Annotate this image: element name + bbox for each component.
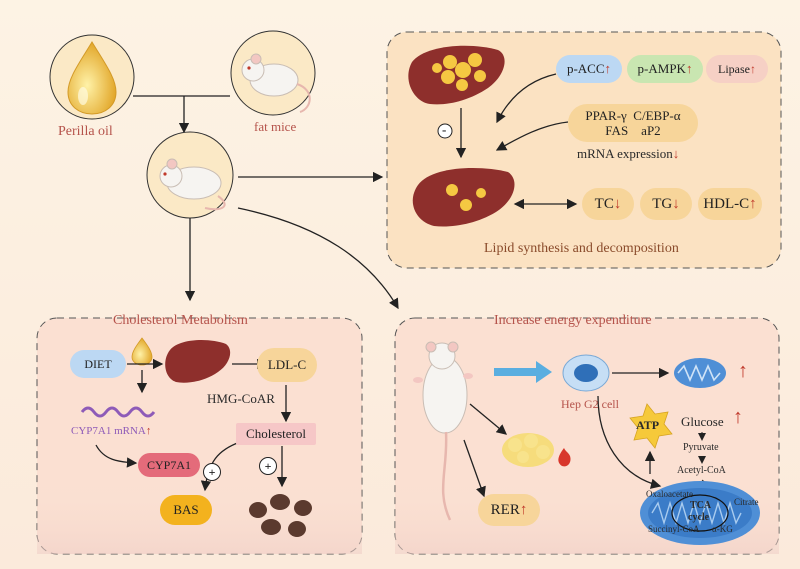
mitochondria-top-icon (674, 358, 726, 388)
lipid-panel-title: Lipid synthesis and decomposition (484, 241, 679, 256)
hdl-c-label: HDL-C (703, 195, 750, 212)
p-acc-label: p-ACC (566, 61, 605, 76)
tg-down-indicator: ↓ (672, 195, 680, 212)
genes-pill: PPAR-γ C/EBP-α FAS aP2 (568, 104, 698, 142)
plus-sign-right: + (264, 458, 272, 473)
perilla-oil-icon (49, 34, 135, 120)
p-acc-up-indicator: ↑ (604, 61, 612, 76)
cyp7a1-mrna-label: CYP7A1 mRNA↑ (71, 425, 151, 437)
liver-reduced-icon (412, 168, 515, 227)
mrna-wave-icon (80, 406, 156, 418)
cyp7a1-label: CYP7A1 (146, 457, 191, 472)
acetyl-coa-label: Acetyl-CoA (677, 465, 726, 476)
rer-pill: RER↑ (478, 494, 540, 526)
mrna-expression-down-indicator: ↓ (672, 146, 680, 161)
mito-up-indicator: ↑ (738, 360, 748, 382)
rer-up-indicator: ↑ (519, 501, 528, 518)
cholesterol-label: Cholesterol (246, 426, 306, 441)
fat-tissue-icon (502, 433, 554, 467)
tc-label: TC (594, 195, 614, 212)
rer-label: RER (490, 501, 520, 518)
liver-small-icon (165, 340, 231, 383)
oxaloacetate-label: Oxaloacetate (646, 489, 693, 499)
genes-line2-label: FAS aP2 (605, 123, 661, 138)
p-ampk-up-indicator: ↑ (685, 61, 693, 76)
diet-label: DIET (84, 356, 112, 371)
cycle-label: cycle (688, 512, 710, 523)
liver-fatty-icon (408, 45, 505, 105)
bas-label: BAS (173, 502, 199, 517)
akg-label: α-KG (712, 524, 733, 534)
hdl-c-pill: HDL-C↑ (698, 188, 762, 220)
perilla-oil-label: Perilla oil (58, 124, 113, 139)
fat-mice-label: fat mice (254, 119, 297, 134)
hepg2-label: Hep G2 cell (561, 397, 619, 411)
atp-label: ATP (636, 418, 660, 432)
mrna-expression-label: mRNA expression↓ (577, 146, 679, 162)
inhibit-sign: - (442, 122, 447, 137)
cyp7a1-mrna-text: CYP7A1 mRNA (71, 425, 146, 437)
p-ampk-pill: p-AMPK↑ (627, 55, 703, 83)
genes-line1-label: PPAR-γ C/EBP-α (585, 108, 681, 123)
plus-sign-left: + (208, 464, 216, 479)
citrate-label: Citrate (734, 497, 759, 507)
standing-mouse-icon (413, 341, 473, 521)
glucose-up-indicator: ↑ (733, 406, 743, 428)
blue-big-arrow-icon (494, 361, 552, 383)
lipase-label: Lipase (718, 61, 750, 76)
plus-marker-right: + (259, 457, 277, 475)
hepg2-cell-icon (562, 354, 610, 392)
tc-down-indicator: ↓ (613, 195, 622, 212)
plus-marker-left: + (203, 463, 221, 481)
tg-pill: TG↓ (640, 188, 692, 220)
hmg-coar-label: HMG-CoAR (207, 391, 275, 406)
treated-mouse-icon (146, 131, 234, 219)
hdl-c-up-indicator: ↑ (749, 195, 757, 212)
feces-icon (249, 494, 312, 537)
energy-panel-title: Increase energy expenditure (494, 313, 652, 328)
diet-pill: DIET (70, 350, 126, 378)
ldl-c-label: LDL-C (267, 357, 307, 372)
mrna-expression-text: mRNA expression (577, 146, 673, 161)
glucose-label: Glucose (681, 414, 724, 429)
pyruvate-label: Pyruvate (683, 442, 719, 453)
p-acc-pill: p-ACC↑ (556, 55, 622, 83)
tc-pill: TC↓ (582, 188, 634, 220)
atp-star-icon (629, 403, 673, 449)
ldl-c-pill: LDL-C (257, 348, 317, 382)
fat-mouse-icon (230, 30, 316, 116)
cyp7a1-mrna-up-indicator: ↑ (145, 425, 152, 437)
cyp7a1-pill: CYP7A1 (138, 453, 200, 477)
lipase-pill: Lipase↑ (706, 55, 768, 83)
succinyl-coa-label: Succinyl-CoA (648, 524, 700, 534)
flame-icon (558, 448, 571, 467)
bas-pill: BAS (160, 495, 212, 525)
diet-oil-drop-icon (131, 337, 153, 366)
lipase-up-indicator: ↑ (750, 61, 756, 76)
p-ampk-label: p-AMPK (637, 61, 686, 76)
cholesterol-box: Cholesterol (236, 423, 316, 445)
cholesterol-panel-title: Cholesterol Metabolism (113, 313, 248, 328)
tg-label: TG (652, 195, 673, 212)
mitochondria-tca-icon (640, 481, 760, 545)
tca-label: TCA (690, 500, 712, 511)
inhibit-marker (437, 123, 453, 139)
